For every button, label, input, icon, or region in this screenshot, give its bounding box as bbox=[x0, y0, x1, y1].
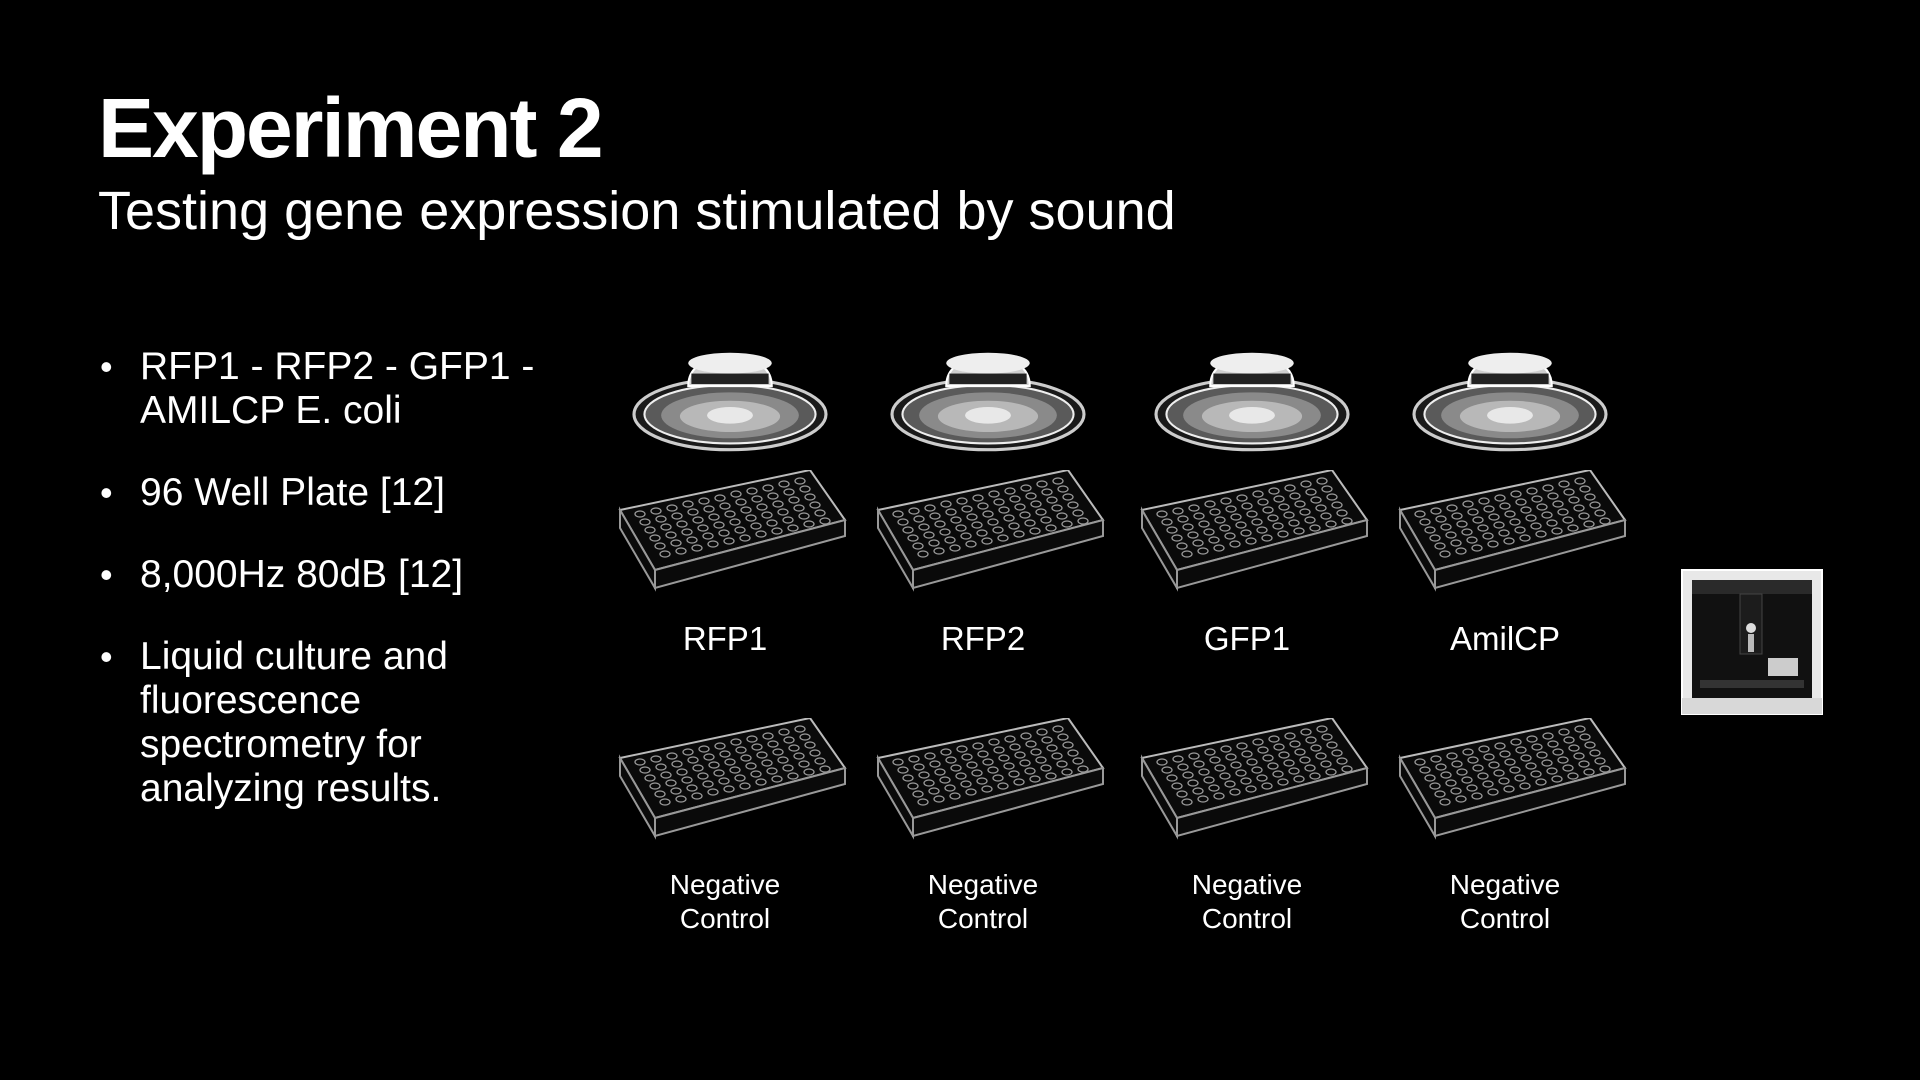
control-line: Control bbox=[679, 903, 771, 934]
bullet-dot: • bbox=[100, 346, 113, 387]
speaker-icon bbox=[632, 351, 828, 452]
bullet-list: • RFP1 - RFP2 - GFP1 - AMILCP E. coli • 96… bbox=[96, 345, 576, 849]
column-label: RFP1 bbox=[682, 620, 768, 657]
column-label: AmilCP bbox=[1449, 620, 1560, 657]
bullet-text: 8,000Hz 80dB [12] bbox=[140, 553, 464, 596]
bullet-item: • 96 Well Plate [12] bbox=[96, 471, 576, 515]
control-line: Negative bbox=[1449, 869, 1561, 900]
speaker-icon bbox=[1412, 351, 1608, 452]
well-plate-icon bbox=[619, 718, 846, 837]
bullet-dot: • bbox=[100, 472, 113, 513]
control-line: Negative bbox=[1191, 869, 1303, 900]
well-plate-icon bbox=[619, 470, 846, 589]
lab-instrument-icon bbox=[1681, 569, 1823, 715]
well-plate-icon bbox=[877, 470, 1104, 589]
bullet-item: • Liquid culture and fluorescence spectro… bbox=[96, 635, 576, 811]
bullet-text: 96 Well Plate [12] bbox=[140, 471, 445, 514]
control-line: Negative bbox=[669, 869, 781, 900]
column-label: GFP1 bbox=[1203, 620, 1291, 657]
bullet-dot: • bbox=[100, 636, 113, 677]
column-label: RFP2 bbox=[940, 620, 1026, 657]
well-plate-icon bbox=[1141, 718, 1368, 837]
control-line: Negative bbox=[927, 869, 1039, 900]
speaker-icon bbox=[1154, 351, 1350, 452]
control-line: Control bbox=[937, 903, 1029, 934]
slide-title: Experiment 2 bbox=[98, 81, 604, 175]
bullet-dot: • bbox=[100, 554, 113, 595]
bullet-text: Liquid culture and fluorescence spectrom… bbox=[140, 635, 448, 810]
control-line: Control bbox=[1201, 903, 1293, 934]
bullet-item: • RFP1 - RFP2 - GFP1 - AMILCP E. coli bbox=[96, 345, 576, 433]
well-plate-icon bbox=[1399, 718, 1626, 837]
control-line: Control bbox=[1459, 903, 1551, 934]
bullet-text: RFP1 - RFP2 - GFP1 - AMILCP E. coli bbox=[140, 345, 535, 432]
bullet-item: • 8,000Hz 80dB [12] bbox=[96, 553, 576, 597]
well-plate-icon bbox=[877, 718, 1104, 837]
well-plate-icon bbox=[1399, 470, 1626, 589]
slide-subtitle: Testing gene expression stimulated by so… bbox=[98, 181, 1176, 241]
well-plate-icon bbox=[1141, 470, 1368, 589]
speaker-icon bbox=[890, 351, 1086, 452]
